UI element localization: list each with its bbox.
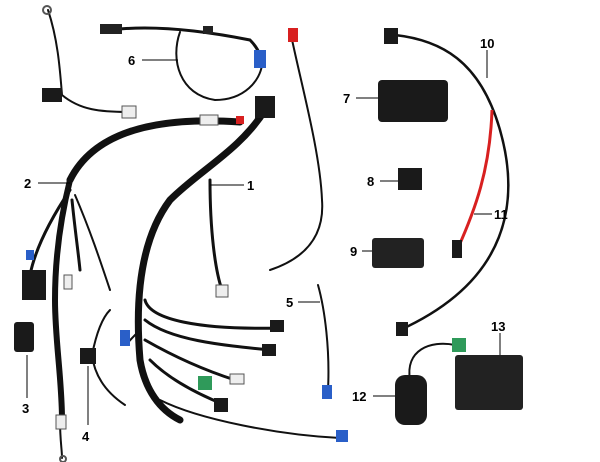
part-7-cdi-module [378,80,448,122]
part-13-rectifier [455,355,523,410]
part-8-relay [398,168,422,190]
callout-5: 5 [286,295,320,310]
callout-8: 8 [367,174,398,189]
blue-terminal [254,50,266,68]
part-2-harness [22,114,244,462]
callout-6: 6 [128,53,178,68]
part-12-ignition-coil [395,338,466,425]
callout-label: 3 [22,401,29,416]
callout-label: 13 [491,319,505,334]
callout-4: 4 [82,366,90,444]
callout-11: 11 [474,207,508,222]
callout-label: 6 [128,53,135,68]
callout-label: 11 [494,207,508,222]
part-3-component [14,322,34,352]
part-4-fuse [80,309,126,406]
callout-label: 5 [286,295,293,310]
part-11-red-cable [452,109,494,258]
callout-label: 2 [24,176,31,191]
callout-1: 1 [210,178,254,193]
callout-label: 12 [352,389,366,404]
callout-label: 7 [343,91,350,106]
callout-label: 4 [82,429,90,444]
callout-label: 9 [350,244,357,259]
callout-7: 7 [343,91,378,106]
callout-label: 10 [480,36,494,51]
part-9-regulator [372,238,424,268]
part-6-harness [100,24,266,102]
callout-10: 10 [480,36,494,78]
callout-2: 2 [24,176,70,191]
callout-12: 12 [352,389,395,404]
fuse-holder-wire [42,5,137,119]
callout-label: 8 [367,174,374,189]
part-1-harness [120,28,348,442]
callout-13: 13 [491,319,505,355]
connector [22,270,46,300]
callout-9: 9 [350,244,372,259]
callout-3: 3 [22,355,29,416]
part-5-wire [317,284,332,399]
connector [255,96,275,118]
callout-label: 1 [247,178,254,193]
connector [100,24,122,34]
part-10-cable [384,28,510,336]
